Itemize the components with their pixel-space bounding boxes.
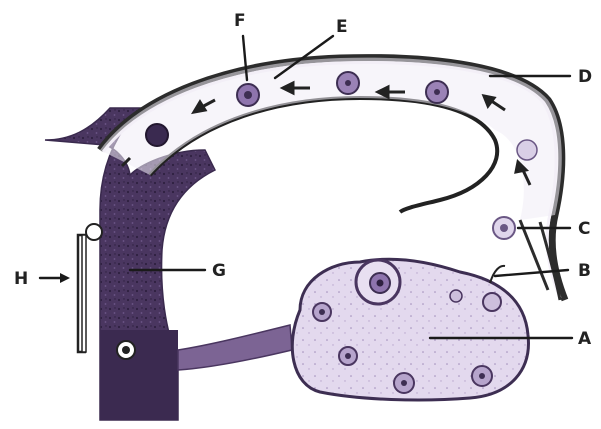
label-h: H	[14, 269, 28, 289]
h-bracket-bar	[82, 235, 86, 352]
blastocyst	[146, 124, 168, 146]
label-e: E	[336, 17, 348, 37]
label-c: C	[578, 219, 590, 239]
label-d: D	[578, 67, 592, 87]
ovarian-ligament	[178, 325, 292, 370]
label-g: G	[212, 261, 226, 281]
label-b: B	[578, 261, 591, 281]
label-a: A	[578, 329, 592, 349]
uterine-wall-lower	[100, 330, 178, 420]
cell-zygote	[517, 140, 537, 160]
implanted-embryo	[86, 224, 102, 240]
label-f: F	[234, 11, 246, 31]
